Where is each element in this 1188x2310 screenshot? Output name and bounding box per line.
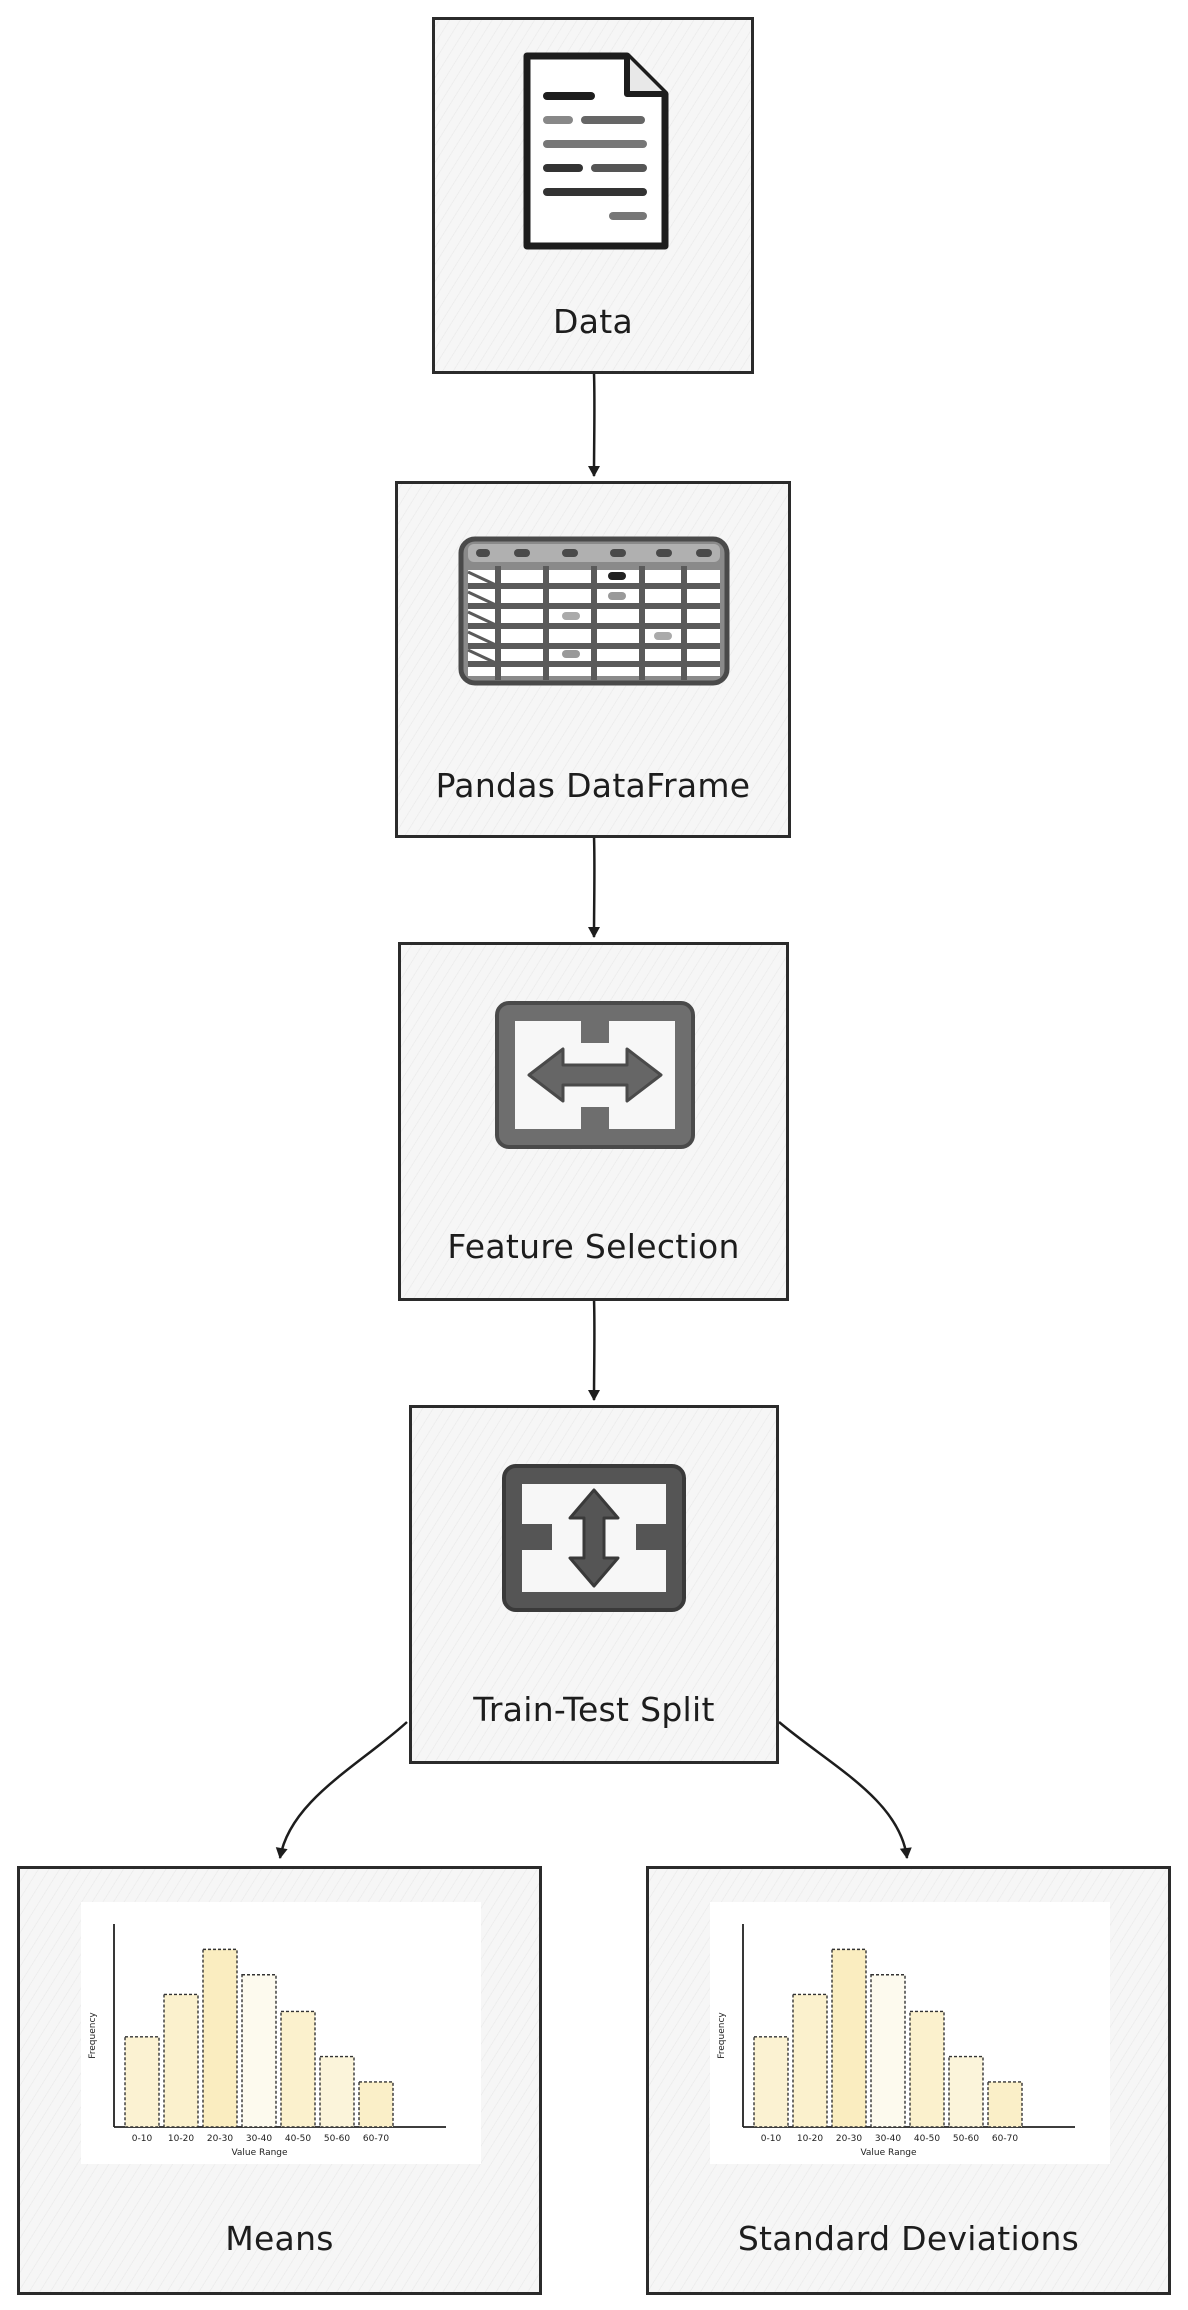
histogram-x-tick-label: 10-20 [797,2134,823,2144]
histogram-bar [163,1993,199,2128]
histogram-chart-means: 0-10 10-20 20-30 30-40 40-50 50-60 60-70Value … [88,1924,446,2158]
histogram-x-tick-label: 10-20 [168,2134,194,2144]
node-label-feature-selection: Feature Selection [447,1227,740,1266]
node-label-means: Means [225,2219,334,2258]
histogram-bar [202,1948,238,2128]
node-label-pandas-dataframe: Pandas DataFrame [435,766,751,805]
histogram-x-tick-label: 50-60 [953,2134,979,2144]
histogram-x-tick-label: 60-70 [363,2134,389,2144]
edge-train-test-split-to-standard-deviations [778,1721,912,1859]
histogram-x-tick-label: 20-30 [836,2134,862,2144]
node-label-train-test-split: Train-Test Split [473,1690,715,1729]
node-pandas-dataframe[interactable]: Pandas DataFrame [395,481,791,838]
histogram-x-tick-label: 0-10 [761,2134,782,2144]
histogram-bar [241,1974,277,2128]
histogram-x-tick-label: 50-60 [324,2134,350,2144]
histogram-x-tick-label: 60-70 [992,2134,1018,2144]
histogram-x-tick-label: 0-10 [132,2134,153,2144]
histogram-bar [909,2010,945,2128]
histogram-x-axis-label: Value Range [231,2148,288,2158]
vertical-split-arrows-icon [502,1464,686,1612]
histogram-bar [753,2036,789,2128]
histogram-y-axis-label: Frequency [88,2012,98,2059]
document-icon [523,52,669,250]
histogram-x-tick-label: 40-50 [285,2134,311,2144]
histogram-bar [358,2081,394,2128]
histogram-x-tick-label: 20-30 [207,2134,233,2144]
histogram-bar [870,1974,906,2128]
histogram-x-axis-label: Value Range [860,2148,917,2158]
node-data[interactable]: Data [432,17,754,374]
node-feature-selection[interactable]: Feature Selection [398,942,789,1301]
horizontal-split-arrows-icon [495,1001,695,1149]
histogram-chart-standard-deviations: 0-10 10-20 20-30 30-40 40-50 50-60 60-70Value … [717,1924,1075,2158]
histogram-bar [987,2081,1023,2128]
node-label-data: Data [553,302,633,341]
histogram-x-tick-label: 30-40 [875,2134,901,2144]
histogram-bar [124,2036,160,2128]
node-train-test-split[interactable]: Train-Test Split [409,1405,779,1764]
histogram-bar [792,1993,828,2128]
histogram-bar [280,2010,316,2128]
histogram-x-tick-label: 30-40 [246,2134,272,2144]
edge-train-test-split-to-means [275,1721,408,1859]
histogram-x-tick-label: 40-50 [914,2134,940,2144]
histogram-y-axis-label: Frequency [717,2012,727,2059]
histogram-bar [948,2055,984,2128]
histogram-bar [319,2055,355,2128]
table-grid-icon [458,536,730,686]
node-label-standard-deviations: Standard Deviations [737,2219,1080,2258]
histogram-bar [831,1948,867,2128]
